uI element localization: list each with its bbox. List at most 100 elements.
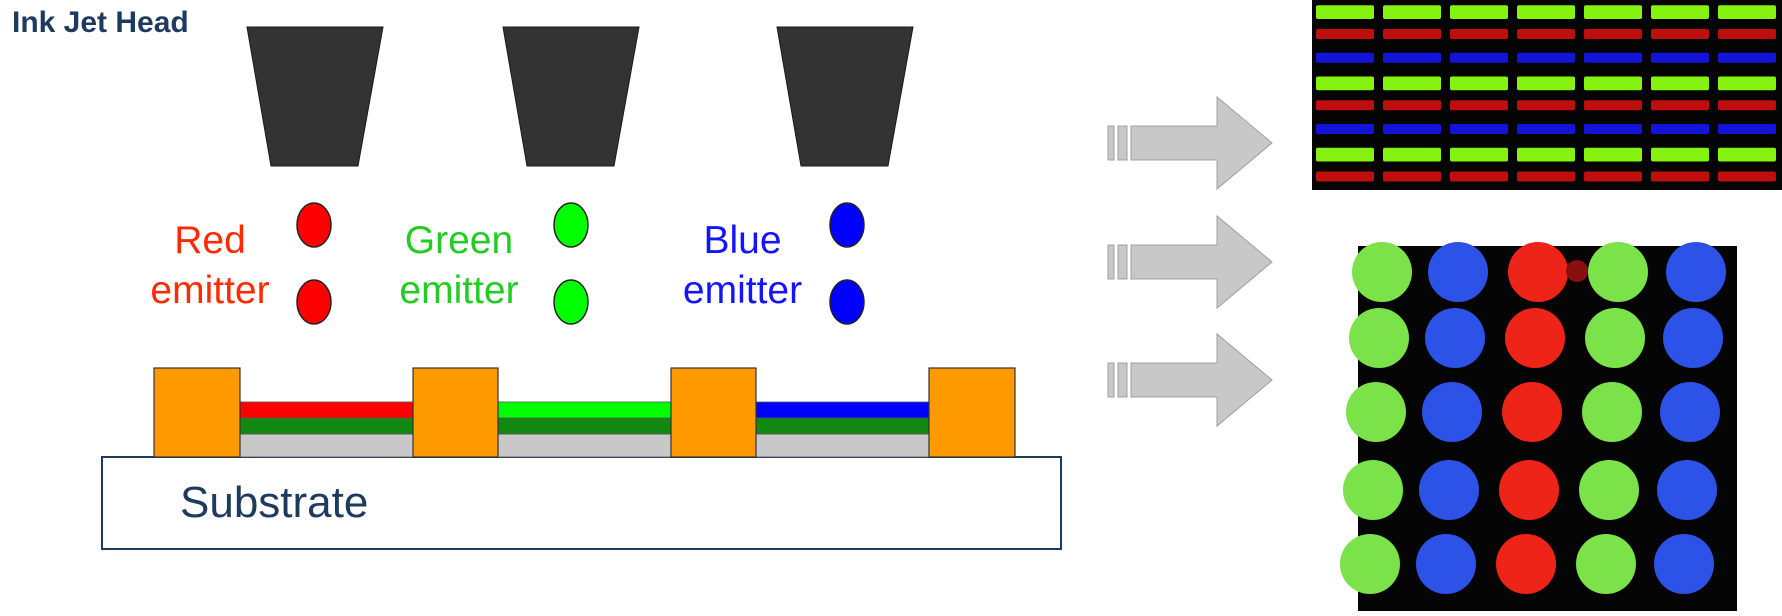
stripe-segment xyxy=(1450,28,1508,39)
nozzle-red xyxy=(246,26,384,167)
stripe-segment xyxy=(1718,100,1776,111)
stripe-segment xyxy=(1651,171,1709,182)
pixel-dot xyxy=(1666,242,1726,302)
right-arrow-2 xyxy=(1107,214,1273,310)
pixel-dot xyxy=(1349,308,1409,368)
stripe-segment xyxy=(1383,171,1441,182)
red-pixel-stack xyxy=(239,401,414,458)
stripe-segment xyxy=(1584,5,1642,19)
ink-jet-nozzles xyxy=(246,26,914,167)
pixel-dot xyxy=(1416,534,1476,594)
blue-droplet-upper xyxy=(829,202,865,248)
stripe-segment xyxy=(1450,123,1508,134)
blue-emitter-label: Blue emitter xyxy=(682,219,803,312)
dot-defect xyxy=(1566,260,1588,282)
pixel-dot xyxy=(1663,308,1723,368)
pixel-dot xyxy=(1343,460,1403,520)
red-droplet-lower xyxy=(296,279,332,325)
pixel-dot xyxy=(1352,242,1412,302)
stripe-segment xyxy=(1517,52,1575,63)
stripe-pixel-photo xyxy=(1312,0,1782,190)
pixel-dot xyxy=(1657,460,1717,520)
pixel-dot xyxy=(1502,382,1562,442)
stripe-segment xyxy=(1316,76,1374,91)
pixel-dot xyxy=(1585,308,1645,368)
stripe-segment xyxy=(1383,147,1441,162)
stripe-segment xyxy=(1651,123,1709,134)
pixel-dot xyxy=(1496,534,1556,594)
green-droplet-upper xyxy=(553,202,589,248)
pixel-dot xyxy=(1499,460,1559,520)
pixel-dot xyxy=(1576,534,1636,594)
emitter-layer-stacks xyxy=(239,401,930,458)
red-emitter-label: Red emitter xyxy=(150,219,270,312)
bank-4 xyxy=(928,367,1016,458)
stripe-segment xyxy=(1450,171,1508,182)
stripe-segment xyxy=(1584,100,1642,111)
right-arrow-3 xyxy=(1107,332,1273,428)
stripe-segment xyxy=(1316,5,1374,19)
stripe-segment xyxy=(1718,5,1776,19)
stripe-segment xyxy=(1316,100,1374,111)
stripe-segment xyxy=(1584,76,1642,91)
stripe-segment xyxy=(1383,76,1441,91)
stripe-segment xyxy=(1517,171,1575,182)
pixel-dot xyxy=(1579,460,1639,520)
stripe-segment xyxy=(1718,28,1776,39)
stripe-segment xyxy=(1517,147,1575,162)
right-arrow-1 xyxy=(1107,95,1273,191)
pixel-dot xyxy=(1340,534,1400,594)
stripe-segment xyxy=(1517,5,1575,19)
dot-pixel-photo xyxy=(1340,242,1737,611)
stripe-segment xyxy=(1584,147,1642,162)
stripe-segment xyxy=(1450,76,1508,91)
pixel-dot xyxy=(1582,382,1642,442)
stripe-segment xyxy=(1517,76,1575,91)
stripe-segment xyxy=(1450,5,1508,19)
pixel-dot xyxy=(1505,308,1565,368)
stripe-segment xyxy=(1316,171,1374,182)
stripe-segment xyxy=(1316,147,1374,162)
nozzle-green xyxy=(502,26,640,167)
stripe-segment xyxy=(1517,123,1575,134)
ink-droplets xyxy=(296,202,865,325)
stripe-segment xyxy=(1651,76,1709,91)
stripe-segment xyxy=(1450,100,1508,111)
stripe-segment xyxy=(1450,147,1508,162)
output-arrows xyxy=(1107,95,1273,428)
stripe-segment xyxy=(1450,52,1508,63)
pixel-dot xyxy=(1419,460,1479,520)
stripe-segment xyxy=(1651,28,1709,39)
stripe-segment xyxy=(1718,171,1776,182)
green-droplet-lower xyxy=(553,279,589,325)
substrate-block xyxy=(101,456,1062,550)
bank-2 xyxy=(412,367,499,458)
stripe-segment xyxy=(1651,52,1709,63)
red-droplet-upper xyxy=(296,202,332,248)
substrate-label: Substrate xyxy=(180,478,369,527)
pixel-dot xyxy=(1346,382,1406,442)
green-pixel-stack xyxy=(497,401,672,458)
blue-pixel-stack xyxy=(755,401,930,458)
stripe-segment xyxy=(1316,28,1374,39)
stripe-segment xyxy=(1383,5,1441,19)
stripe-segment xyxy=(1584,28,1642,39)
bank-1 xyxy=(153,367,241,458)
stripe-segment xyxy=(1383,100,1441,111)
stripe-segment xyxy=(1718,123,1776,134)
pixel-dot xyxy=(1425,308,1485,368)
bank-structures xyxy=(153,367,1016,458)
blue-droplet-lower xyxy=(829,279,865,325)
ink-jet-head-title: Ink Jet Head xyxy=(12,6,189,39)
pixel-dot xyxy=(1508,242,1568,302)
pixel-dot xyxy=(1654,534,1714,594)
stripe-segment xyxy=(1718,76,1776,91)
stripe-segment xyxy=(1383,28,1441,39)
stripe-segment xyxy=(1718,52,1776,63)
stripe-segment xyxy=(1584,52,1642,63)
pixel-dot xyxy=(1422,382,1482,442)
bank-3 xyxy=(670,367,757,458)
stripe-segment xyxy=(1316,123,1374,134)
stripe-segment xyxy=(1718,147,1776,162)
stripe-segment xyxy=(1651,5,1709,19)
